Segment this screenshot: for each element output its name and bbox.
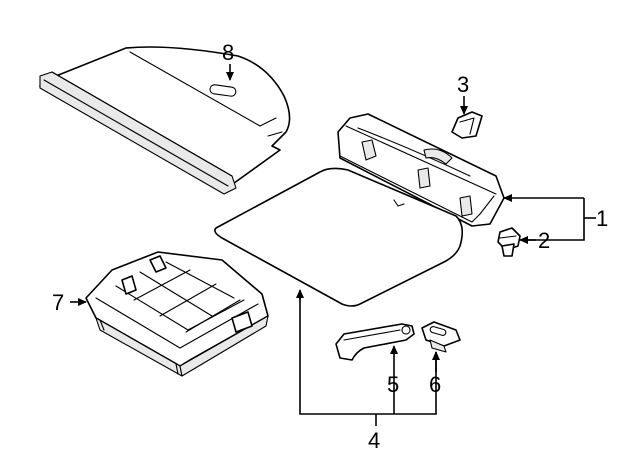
part-1-sill-trim [337, 113, 505, 227]
part-6-small-clip [421, 321, 461, 353]
callout-3: 3 [457, 72, 469, 97]
callout-8: 8 [222, 40, 234, 65]
callout-4: 4 [368, 428, 380, 453]
callout-7: 7 [52, 290, 64, 315]
part-4-cargo-mat [214, 167, 464, 307]
part-7-storage-tray [85, 251, 269, 377]
callout-5: 5 [387, 372, 399, 397]
callout-6: 6 [429, 372, 441, 397]
callout-1: 1 [596, 206, 608, 231]
part-8-cargo-cover [39, 46, 291, 195]
callout-2: 2 [538, 228, 550, 253]
part-3-clip [451, 111, 483, 139]
leader-lines [70, 64, 596, 426]
part-2-fastener [497, 227, 521, 257]
part-5-hook [335, 323, 415, 361]
